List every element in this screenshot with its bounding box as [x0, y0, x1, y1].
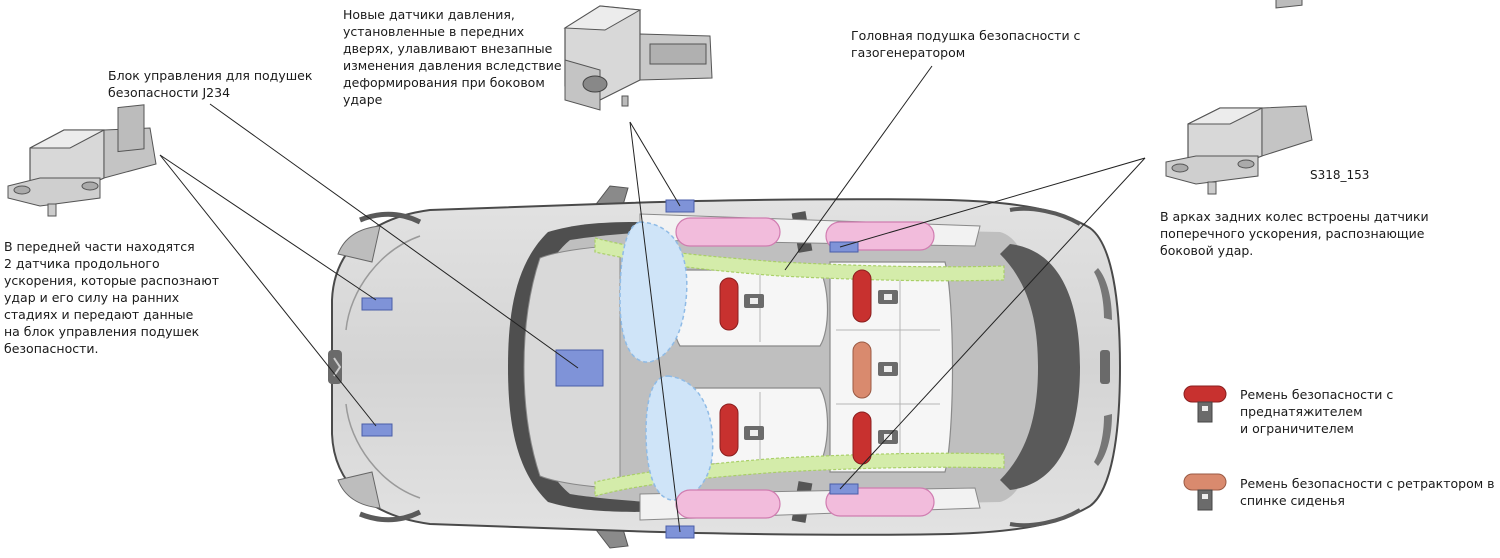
- belt-pretensioner-front-right: [719, 403, 764, 457]
- rear-sensor-right: [829, 483, 859, 495]
- front-airbag-passenger: [645, 375, 714, 501]
- sensor-illustration-front: [7, 104, 157, 217]
- front-airbag-driver: [619, 221, 688, 363]
- head-airbag-left: [594, 237, 1005, 282]
- front-sensor-left: [361, 297, 393, 311]
- airbag-control-unit-j234: [555, 349, 604, 387]
- pressure-sensors-label: Новые датчики давления, установленные в …: [343, 7, 562, 107]
- figure-reference-code: S318_153: [1310, 168, 1370, 182]
- legend-icon-pretensioner: [1183, 385, 1227, 423]
- rear-sensors-label: В арках задних колес встроены датчики по…: [1160, 209, 1429, 258]
- side-airbag-rear-right: [825, 487, 935, 517]
- sensor-illustration-door: [563, 5, 713, 111]
- legend-retractor-text: Ремень безопасности с ретрактором в спин…: [1240, 476, 1495, 508]
- car-top-view: [328, 185, 1122, 549]
- legend-icon-retractor: [1183, 473, 1227, 511]
- leader-lines: [159, 65, 1146, 533]
- front-sensors-label: В передней части находятся 2 датчика про…: [4, 239, 220, 356]
- head-airbag-label: Головная подушка безопасности с газогене…: [851, 28, 1081, 60]
- side-airbag-front-left: [675, 217, 781, 247]
- belt-pretensioner-front-left: [719, 277, 764, 331]
- side-airbag-front-right: [675, 489, 781, 519]
- front-sensor-right: [361, 423, 393, 437]
- legend-pretensioner-text: Ремень безопасности с преднатяжителем и …: [1240, 387, 1394, 436]
- belt-retractor-rear-center: [852, 341, 898, 399]
- rear-window: [1000, 244, 1080, 490]
- sensor-illustration-rear: [1165, 0, 1313, 195]
- belt-pretensioner-rear-right: [852, 411, 898, 465]
- control-unit-label: Блок управления для подушек безопасности…: [108, 68, 313, 100]
- rear-sensor-left: [829, 241, 859, 253]
- belt-pretensioner-rear-left: [852, 269, 898, 323]
